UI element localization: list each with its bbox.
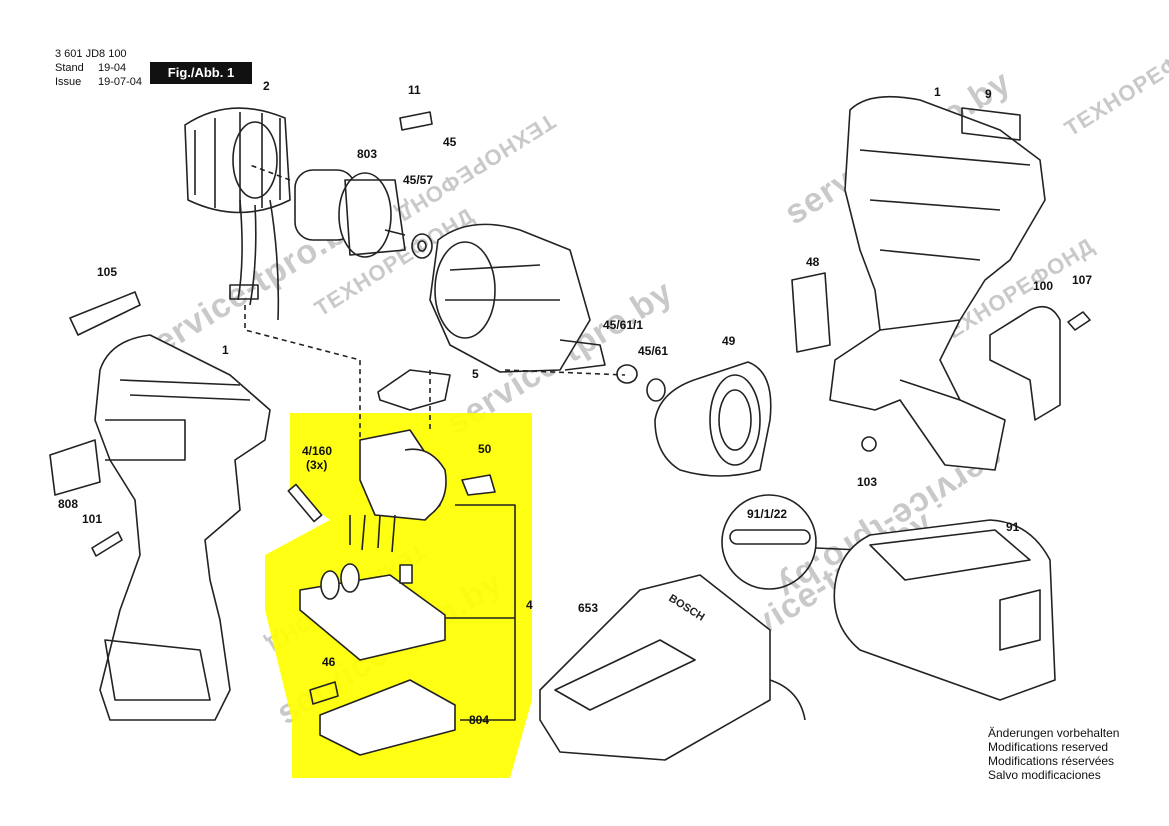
battery-part: [833, 519, 1056, 701]
charger-part: [539, 574, 806, 761]
part-label-45-61: 45/61: [638, 344, 668, 358]
screw-part-107: [1067, 311, 1091, 331]
part-label-50: 50: [478, 442, 492, 456]
washer-part: [411, 233, 433, 259]
issue-label: Issue: [55, 76, 82, 88]
part-label-46: 46: [322, 655, 336, 669]
part-label-107: 107: [1072, 273, 1092, 287]
part-label-804: 804: [469, 713, 489, 727]
part-label-1-right: 1: [934, 85, 941, 99]
doc-number: 3 601 JD8 100: [55, 48, 127, 60]
part-label-45-57: 45/57: [403, 173, 433, 187]
board-holder-part: [319, 679, 456, 756]
gear-housing-part: [429, 223, 606, 373]
part-label-49: 49: [722, 334, 736, 348]
armature-part: [294, 169, 406, 258]
part-label-48: 48: [806, 255, 820, 269]
note-line: Änderungen vorbehalten: [988, 726, 1120, 740]
spring-part: [309, 681, 339, 705]
wire-clip-part: [461, 474, 496, 496]
stand-label: Stand: [55, 62, 84, 74]
part-label-103: 103: [857, 475, 877, 489]
part-label-4-160: 4/160: [302, 444, 332, 458]
o-ring-part: [616, 364, 638, 384]
note-line: Modifications réservées: [988, 754, 1115, 768]
part-label-11: 11: [408, 83, 421, 97]
retaining-ring-part: [646, 378, 666, 402]
part-label-1-left: 1: [222, 343, 229, 357]
note-line: Salvo modificaciones: [988, 768, 1101, 782]
slider-part: [377, 369, 451, 411]
belt-clip-part: [989, 305, 1061, 421]
label-plate-part: [49, 439, 101, 496]
part-label-653: 653: [578, 601, 598, 615]
stand-value: 19-04: [98, 62, 127, 74]
nut-part: [861, 436, 877, 452]
figure-title: Fig./Abb. 1: [150, 62, 252, 84]
part-label-803: 803: [357, 147, 377, 161]
part-label-105: 105: [97, 265, 117, 279]
issue-value: 19-07-04: [98, 76, 143, 88]
note-line: Modifications reserved: [988, 740, 1109, 754]
cover-part: [69, 291, 141, 336]
part-label-91-1-22: 91/1/22: [747, 507, 787, 521]
part-label-91: 91: [1006, 520, 1020, 534]
part-label-808: 808: [58, 497, 78, 511]
part-label-45: 45: [443, 135, 457, 149]
label-callout-circle: [721, 494, 817, 590]
part-label-4: 4: [526, 598, 533, 612]
boot-cover-part: [654, 361, 772, 477]
switch-assembly-part: [287, 429, 447, 661]
stator-part: [184, 107, 291, 321]
part-label-5: 5: [472, 367, 479, 381]
right-housing-part: [829, 95, 1046, 471]
modifications-notes: Änderungen vorbehalten Modifications res…: [988, 726, 1119, 782]
part-label-100: 100: [1033, 279, 1053, 293]
part-label-101: 101: [82, 512, 102, 526]
screw-part: [91, 531, 123, 557]
label-strip-part: [961, 107, 1021, 141]
clip-part: [399, 111, 433, 131]
part-label-45-61-1: 45/61/1: [603, 318, 643, 332]
part-label-2: 2: [263, 79, 270, 93]
pad-part: [791, 272, 831, 353]
part-label-9: 9: [985, 87, 992, 101]
part-label-4-160-qty: (3x): [306, 458, 327, 472]
left-housing-part: [94, 334, 271, 721]
